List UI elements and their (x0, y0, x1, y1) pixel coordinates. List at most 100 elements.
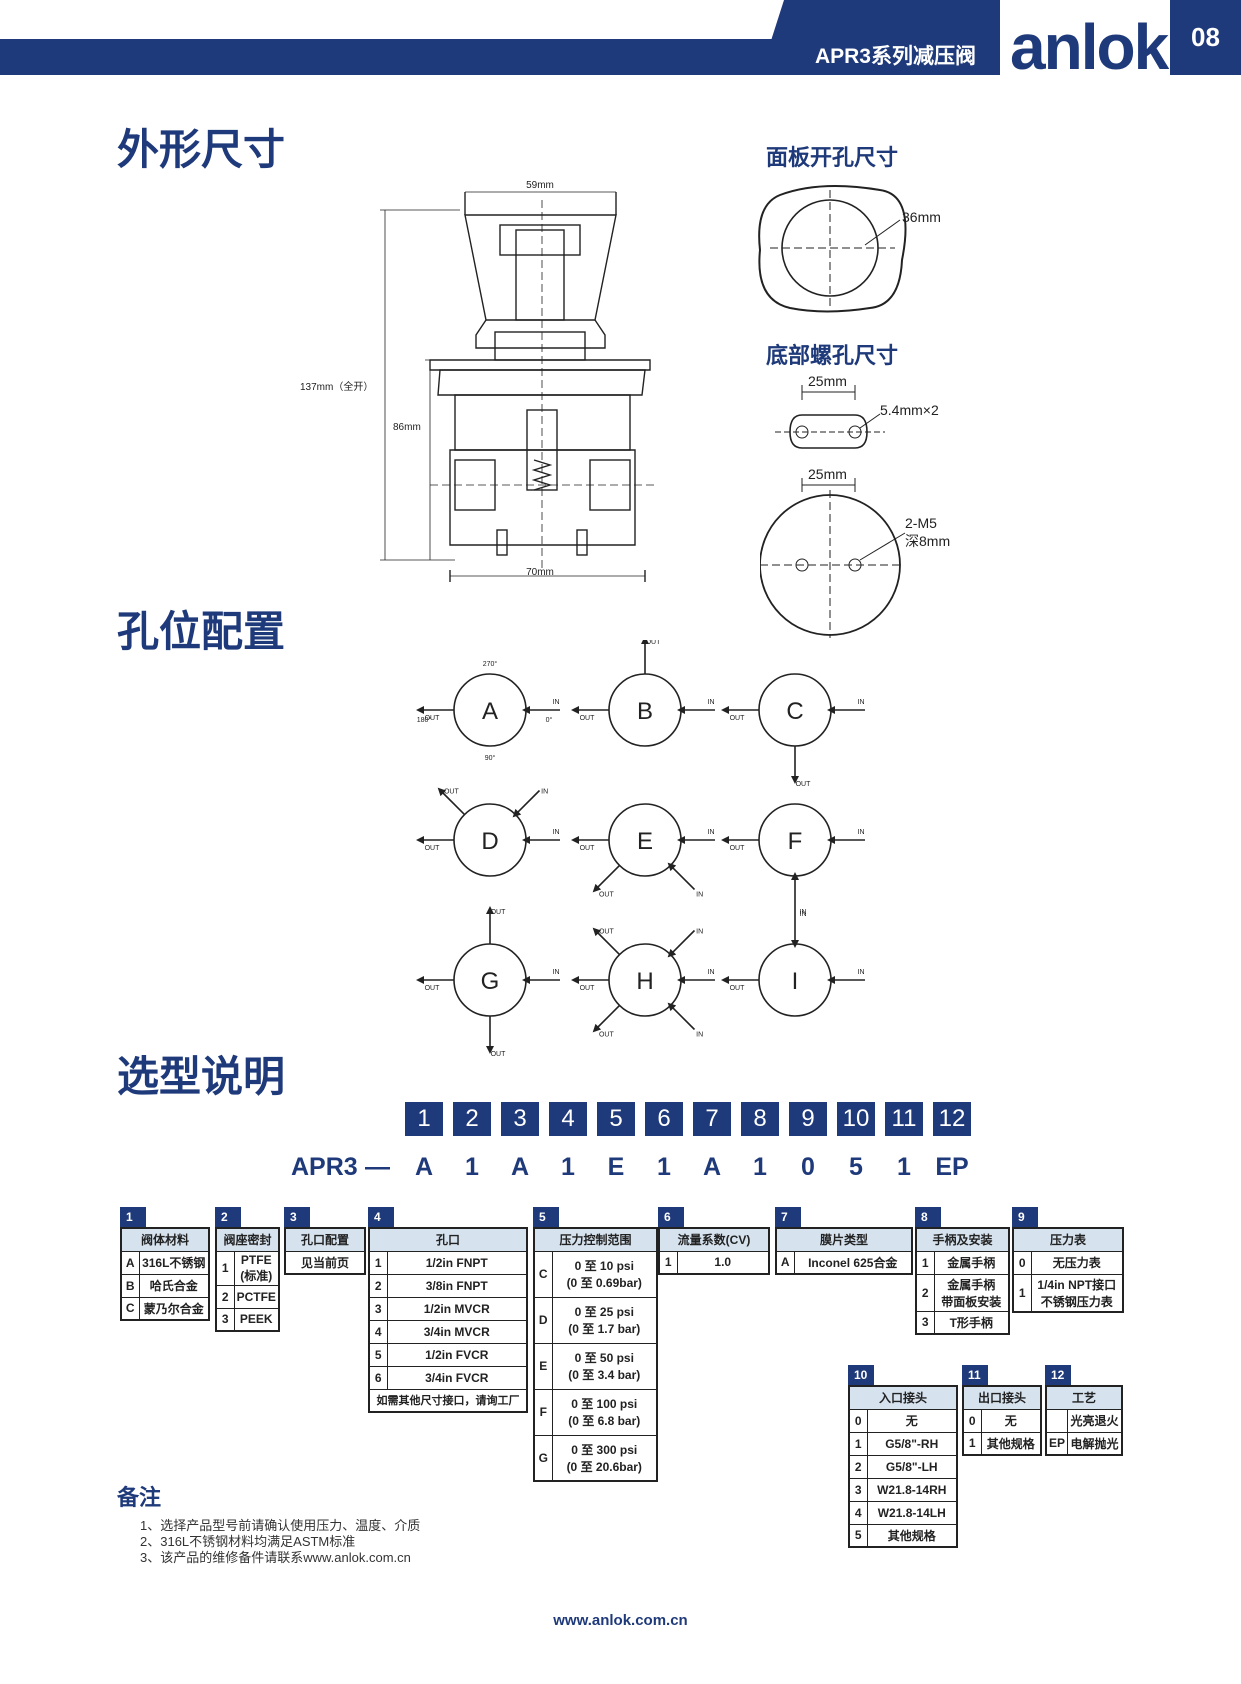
port-out-label: OUT (491, 909, 507, 916)
code-position-value: A (510, 1153, 530, 1181)
table-number: 5 (533, 1207, 559, 1227)
table-header: 出口接头 (962, 1385, 1042, 1410)
code-position-value: 1 (657, 1153, 671, 1181)
code-position-value: 0 (801, 1153, 815, 1181)
table-number: 11 (962, 1365, 988, 1385)
bottom-hole-drawing: 25mm 5.4mm×2 25mm 2-M5 深8mm (760, 373, 950, 638)
port-in-label: IN (858, 699, 865, 706)
code-position-box: 2 (453, 1102, 491, 1136)
table-header: 压力表 (1012, 1227, 1124, 1252)
table-header: 阀座密封 (215, 1227, 280, 1252)
port-arrow (512, 789, 541, 818)
port-out-label: OUT (425, 715, 441, 722)
port-in-label: IN (858, 969, 865, 976)
code-position-box: 1 (405, 1102, 443, 1136)
port-in-label: IN (858, 829, 865, 836)
table-number: 3 (284, 1207, 310, 1227)
panel-cutout-title: 面板开孔尺寸 (766, 145, 899, 170)
port-in-label: IN (541, 788, 548, 795)
port-in-label: IN (696, 892, 703, 899)
table-header: 工艺 (1045, 1385, 1123, 1410)
port-in-label: IN (696, 928, 703, 935)
code-position-box: 5 (597, 1102, 635, 1136)
panel-diameter-label: 36mm (902, 209, 941, 225)
footer-url[interactable]: www.anlok.com.cn (553, 1612, 688, 1629)
table-row: 见当前页 (284, 1250, 366, 1275)
port-letter-f: F (788, 828, 803, 855)
port-out-label: OUT (730, 845, 746, 852)
dim-height-body: 86mm (393, 422, 421, 433)
port-arrow (667, 1002, 696, 1031)
section-title-dimensions: 外形尺寸 (117, 126, 286, 173)
table-header: 孔口配置 (284, 1227, 366, 1252)
table-number: 9 (1012, 1207, 1038, 1227)
port-out-label: OUT (599, 928, 615, 935)
table-row: 光亮退火 (1045, 1408, 1123, 1433)
thread-label: 2-M5 (905, 515, 937, 531)
code-dash: — (365, 1153, 390, 1181)
port-letter-g: G (481, 968, 500, 995)
table-number: 4 (368, 1207, 394, 1227)
port-out-label: OUT (730, 715, 746, 722)
table-number: 2 (215, 1207, 241, 1227)
note-item: 2、316L不锈钢材料均满足ASTM标准 (140, 1534, 356, 1549)
table-header: 入口接头 (848, 1385, 958, 1410)
anlok-logo: anlok (1010, 11, 1169, 83)
code-prefix: APR3 (291, 1153, 358, 1181)
code-position-value: 1 (897, 1153, 911, 1181)
code-position-box: 4 (549, 1102, 587, 1136)
port-letter-c: C (786, 698, 803, 725)
code-position-box: 3 (501, 1102, 539, 1136)
code-position-box: 6 (645, 1102, 683, 1136)
dim-height-total: 137mm（全开） (300, 380, 373, 393)
code-position-box: 12 (933, 1102, 971, 1136)
code-position-value: A (414, 1153, 434, 1181)
port-out-label: OUT (425, 845, 441, 852)
port-in-label: IN (708, 969, 715, 976)
deg-180-label: 180° (417, 716, 432, 724)
table-header: 孔口 (368, 1227, 528, 1252)
table-header: 流量系数(CV) (658, 1227, 770, 1252)
port-out-label: OUT (599, 1032, 615, 1039)
table-header: 膜片类型 (775, 1227, 913, 1252)
dim-width-top: 59mm (526, 180, 554, 191)
code-position-value: 1 (561, 1153, 575, 1181)
header-wedge (760, 0, 1000, 75)
port-letter-b: B (637, 698, 653, 725)
note-item: 3、该产品的维修备件请联系www.anlok.com.cn (140, 1550, 411, 1565)
deg-270-label: 270° (483, 660, 498, 668)
port-in-label: IN (708, 829, 715, 836)
code-position-box: 8 (741, 1102, 779, 1136)
port-out-label: OUT (599, 892, 615, 899)
table-number: 12 (1045, 1365, 1071, 1385)
port-out-label: OUT (580, 985, 596, 992)
port-arrow (592, 864, 621, 893)
port-out-label: OUT (580, 845, 596, 852)
valve-dimension-drawing: 59mm 137mm（全开） 86mm 70mm (300, 180, 655, 582)
port-in-label: IN (800, 909, 807, 916)
page-number: 08 (1170, 0, 1241, 75)
